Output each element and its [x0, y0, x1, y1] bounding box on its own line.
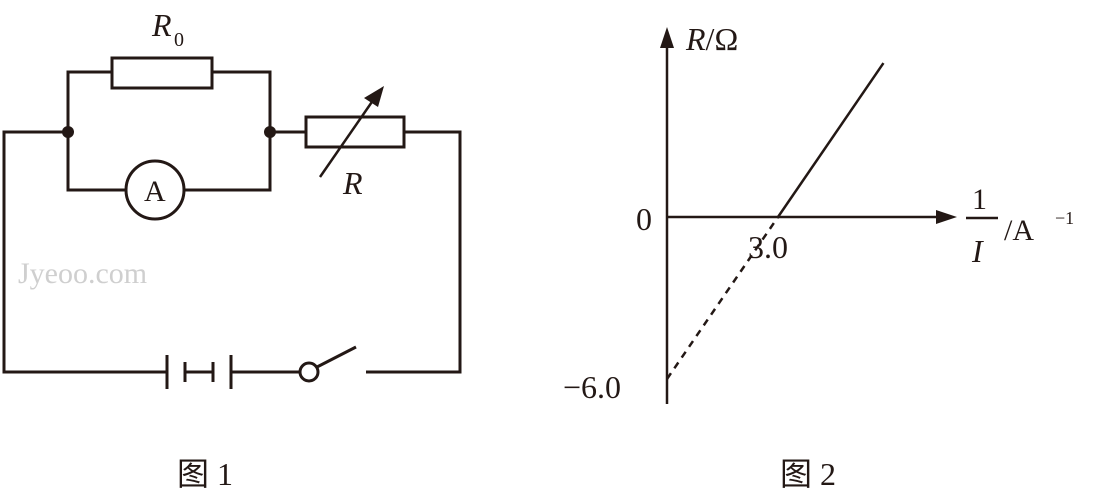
- r-vs-inverse-current-graph: R/Ω 1 I /A −1 0 3.0 −6.0 图 2: [563, 21, 1074, 492]
- left-wire: [2, 130, 167, 374]
- x-axis-arrow: [936, 210, 957, 224]
- rheostat-label: R: [342, 165, 363, 201]
- y-axis-arrow: [660, 27, 674, 48]
- r0-branch-right-wire: [212, 70, 272, 132]
- switch-pivot: [298, 361, 320, 383]
- fixed-resistor-r0: [110, 56, 214, 90]
- ammeter-label: A: [144, 175, 166, 208]
- x-axis-label-numerator: 1: [972, 183, 987, 216]
- extrapolated-line: [665, 216, 780, 380]
- figure-1-caption: 图 1: [177, 456, 233, 492]
- r0-subscript: 0: [174, 29, 184, 51]
- x-axis-unit: /A: [1004, 214, 1034, 247]
- y-intercept-label: −6.0: [563, 369, 621, 405]
- plot-lines: [665, 62, 885, 380]
- x-axis-label-denominator: I: [971, 233, 984, 269]
- rheostat-r: [304, 115, 406, 149]
- ammeter: [124, 159, 186, 221]
- ammeter-branch-right-wire: [184, 132, 272, 192]
- switch-lever: [316, 345, 357, 369]
- ammeter-branch-left-wire: [66, 132, 126, 192]
- rheostat-arrow-shaft: [318, 95, 378, 178]
- r0-branch-left-wire: [66, 70, 112, 132]
- right-wire: [366, 130, 462, 374]
- x-axis-unit-exponent: −1: [1055, 208, 1074, 228]
- origin-label: 0: [636, 201, 652, 237]
- y-axis-label: R/Ω: [685, 21, 738, 57]
- r0-label: R: [151, 7, 172, 43]
- watermark: Jyeoo.com: [18, 257, 147, 290]
- x-intercept-label: 3.0: [748, 229, 788, 265]
- measured-line: [776, 62, 885, 218]
- figure-2-caption: 图 2: [780, 456, 836, 492]
- rheostat-arrow-head: [364, 86, 384, 107]
- circuit-diagram: R 0 A R 图 1: [2, 7, 462, 492]
- junction-left: [62, 126, 74, 138]
